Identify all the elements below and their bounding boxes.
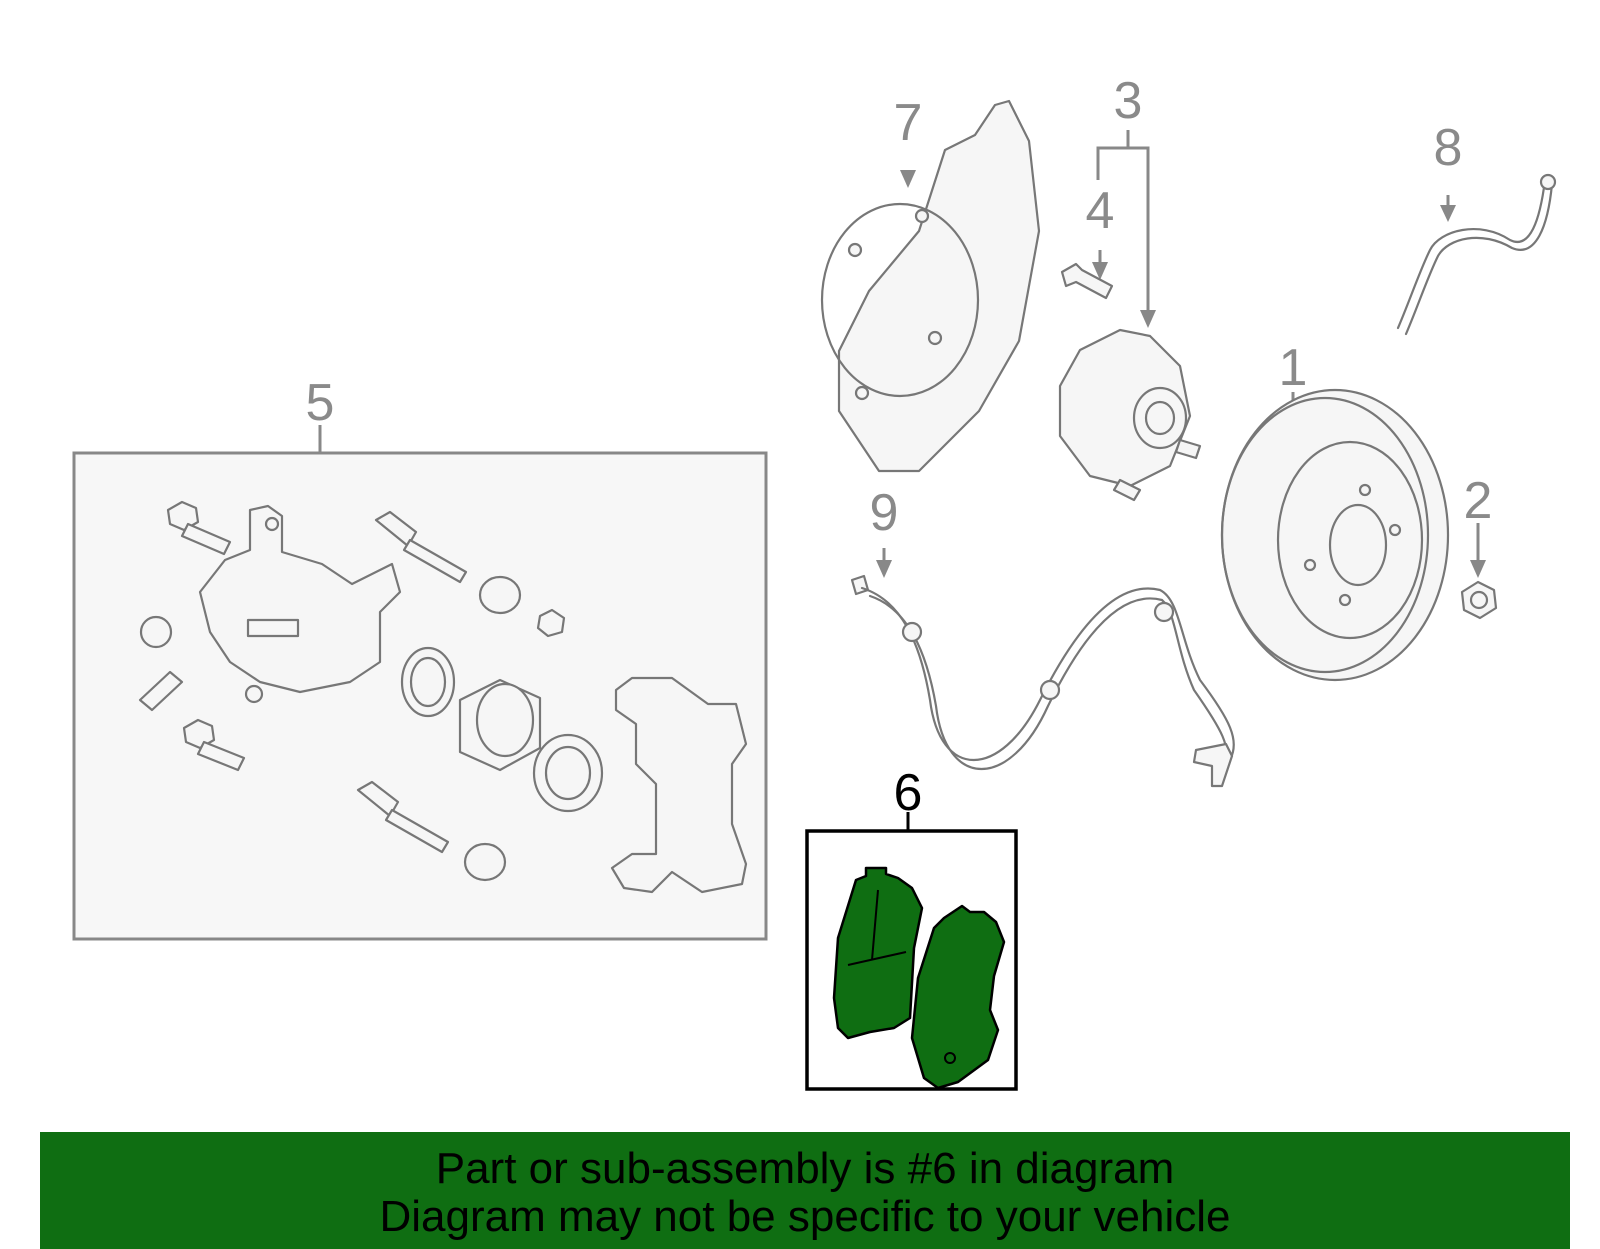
callout-5: 5: [306, 374, 335, 432]
part-1-brake-rotor[interactable]: 1: [1220, 339, 1450, 682]
callout-4: 4: [1086, 182, 1115, 240]
guide-pin-icon: [356, 780, 450, 854]
nut-icon: [536, 608, 566, 638]
caliper-bracket-icon: [610, 676, 748, 894]
part-7-dust-shield[interactable]: 7: [820, 94, 1041, 473]
bleeder-screw-icon: [138, 670, 184, 712]
callout-3: 3: [1114, 72, 1143, 130]
callout-7: 7: [894, 94, 923, 152]
bushing-icon: [478, 575, 522, 615]
bushing-icon: [463, 842, 507, 882]
callout-1: 1: [1279, 339, 1308, 397]
part-5-caliper-assembly[interactable]: 5: [72, 374, 768, 941]
bolt-icon: [182, 718, 246, 772]
info-banner: Part or sub-assembly is #6 in diagram Di…: [40, 1132, 1570, 1249]
part-9-abs-sensor[interactable]: 9: [850, 484, 1235, 788]
callout-6: 6: [894, 764, 923, 822]
cap-icon: [139, 615, 173, 649]
part-2-nut[interactable]: 2: [1460, 472, 1498, 620]
callout-2: 2: [1464, 472, 1493, 530]
caliper-body-icon: [198, 504, 402, 704]
part-6-brake-pads[interactable]: 6: [805, 764, 1018, 1091]
callout-8: 8: [1434, 119, 1463, 177]
outer-brake-pad-icon: [910, 904, 1006, 1090]
guide-pin-icon: [374, 510, 468, 584]
bolt-icon: [166, 500, 232, 556]
banner-line-1: Part or sub-assembly is #6 in diagram: [435, 1144, 1175, 1193]
callout-9: 9: [870, 484, 899, 542]
piston-icon: [458, 678, 542, 772]
banner-line-2: Diagram may not be specific to your vehi…: [379, 1192, 1231, 1241]
inner-brake-pad-icon: [832, 866, 924, 1040]
part-8-brake-hose[interactable]: 8: [1396, 119, 1557, 336]
part-3-hub-bearing[interactable]: 3: [1058, 72, 1202, 502]
part-4-wheel-stud[interactable]: 4: [1060, 182, 1115, 300]
